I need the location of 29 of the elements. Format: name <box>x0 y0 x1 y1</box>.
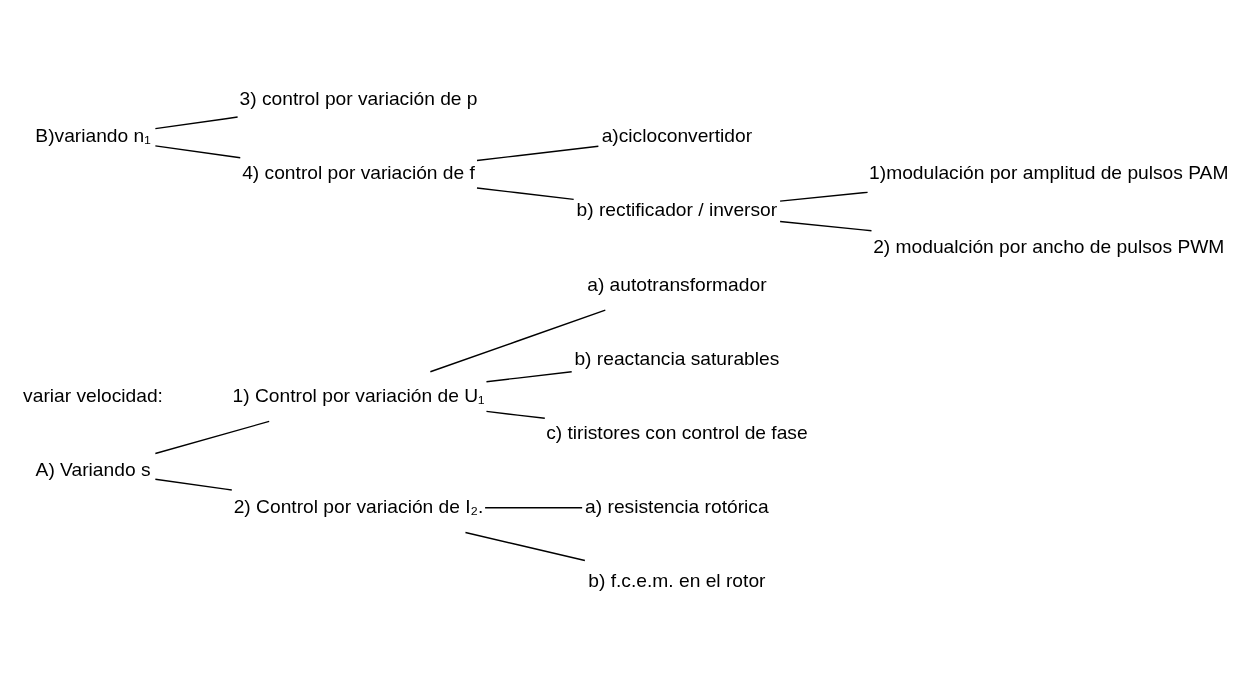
node-text: b) f.c.e.m. en el rotor <box>588 569 766 591</box>
node-text: 1) Control por variación de U₁ <box>232 384 485 406</box>
connector <box>485 410 546 419</box>
connector <box>779 220 873 232</box>
connector <box>464 531 586 562</box>
connector <box>154 145 241 159</box>
connector <box>779 191 869 202</box>
node-text: b) rectificador / inversor <box>576 199 778 221</box>
connector <box>154 420 270 455</box>
node-text: A) Variando s <box>35 458 151 480</box>
node-text: c) tiristores con control de fase <box>546 421 808 443</box>
connector <box>476 145 600 162</box>
connector <box>476 187 575 201</box>
connector <box>484 507 583 509</box>
connector <box>154 478 233 491</box>
node-text: b) reactancia saturables <box>574 347 780 369</box>
node-text: 4) control por variación de f <box>242 162 475 184</box>
node-text: B)variando n₁ <box>35 125 151 147</box>
node-text: a) autotransformador <box>587 273 767 295</box>
node-text: 3) control por variación de p <box>239 88 478 110</box>
connector <box>485 371 573 383</box>
label: variar velocidad: <box>23 384 163 406</box>
node-text: 2) modualción por ancho de pulsos PWM <box>873 236 1225 258</box>
node-text: 1)modulación por amplitud de pulsos PAM <box>869 162 1229 184</box>
node-text: 2) Control por variación de I₂. <box>233 495 484 517</box>
node-text: a)cicloconvertidor <box>601 125 753 147</box>
connector <box>429 309 606 373</box>
node-text: a) resistencia rotórica <box>585 495 769 517</box>
connector <box>154 116 239 130</box>
